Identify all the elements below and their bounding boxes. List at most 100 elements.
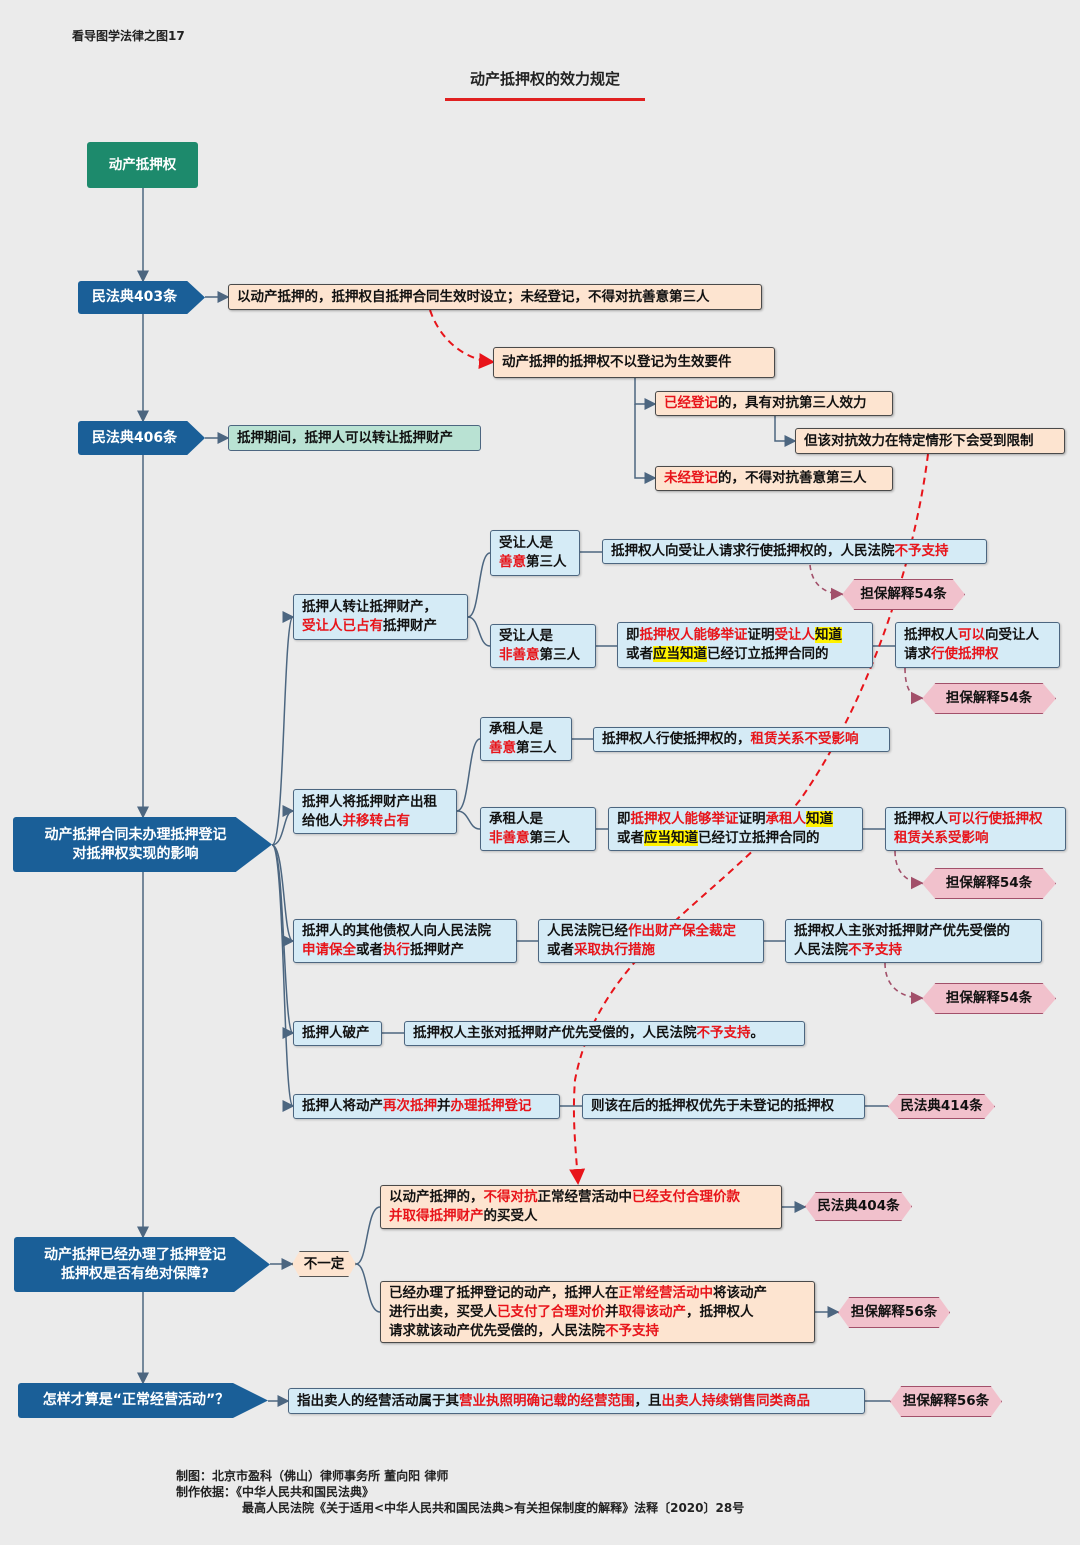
highlighted-text: 可以 (958, 627, 985, 643)
node-text-line: 即抵押权人能够举证证明受让人知道 (626, 626, 864, 645)
text: 动产抵押的抵押权不以登记为生效要件 (502, 354, 732, 370)
text: 或者 (617, 830, 644, 846)
text: 以动产抵押的， (389, 1189, 484, 1205)
other-creditor-preservation: 抵押人的其他债权人向人民法院申请保全或者执行抵押财产 (293, 919, 517, 963)
node-text-line: 担保解释56条 (903, 1392, 989, 1411)
node-text-line: 抵押人将抵押财产出租 (302, 793, 448, 812)
highlighted-text: 申请保全 (302, 942, 356, 958)
text: 抵押财产 (410, 942, 464, 958)
badge-civil-code-414: 民法典414条 (888, 1094, 995, 1119)
highlighted-text: 正常经营活动中 (618, 1284, 714, 1301)
node-text-line: 租赁关系受影响 (894, 829, 1057, 848)
node-text-line: 对抵押权实现的影响 (73, 845, 199, 864)
text: 的买受人 (483, 1208, 538, 1224)
highlighted-text: 取得该动产 (618, 1303, 687, 1320)
highlighted-text: 不予支持 (696, 1025, 751, 1041)
highlighted-text: 受让人已占有 (302, 618, 383, 634)
highlighted-text: 执行 (383, 942, 410, 958)
node-text-line: 抵押人破产 (302, 1024, 373, 1043)
transfer-property: 抵押人转让抵押财产，受让人已占有抵押财产 (293, 594, 468, 640)
text: 抵押权人向受让人请求行使抵押权的，人民法院 (611, 543, 895, 559)
node-text-line: 民法典403条 (92, 288, 177, 307)
text: 抵押权人主张对抵押财产优先受偿的 (794, 923, 1010, 939)
node-text-line: 动产抵押合同未办理抵押登记 (45, 826, 227, 845)
text: 怎样才算是“正常经营活动”？ (42, 1392, 230, 1408)
civil-code-406-node: 民法典406条 (78, 421, 205, 455)
text: 抵押权人主张对抵押财产优先受偿的，人民法院 (413, 1025, 697, 1041)
node-text-line: 以动产抵押的，不得对抗正常经营活动中已经支付合理价款 (389, 1188, 773, 1207)
text: 抵押权人行使抵押权的， (602, 731, 751, 747)
text: 将该动产 (713, 1284, 767, 1301)
text: 第三人 (539, 647, 581, 663)
text: 请求 (904, 646, 931, 662)
node-text-line: 未经登记的，不得对抗善意第三人 (664, 469, 884, 488)
text: 动产抵押已经办理了抵押登记 (44, 1246, 226, 1263)
footer-basis-2: 最高人民法院《关于适用<中华人民共和国民法典>有关担保制度的解释》法释〔2020… (242, 1501, 745, 1515)
text: 动产抵押权 (108, 156, 177, 173)
node-text-line: 抵押权人行使抵押权的，租赁关系不受影响 (602, 730, 881, 749)
normal-business-question-node: 怎样才算是“正常经营活动”？ (18, 1383, 268, 1418)
badge-guarantee-54: 担保解释54条 (842, 579, 965, 610)
text: 请求就该动产优先受偿的，人民法院 (389, 1322, 605, 1339)
highlighted-text: 未经登记 (664, 470, 718, 486)
node-text-line: 抵押权人主张对抵押财产优先受偿的 (794, 922, 1033, 941)
node-text-line: 善意第三人 (499, 553, 571, 572)
node-text-line: 申请保全或者执行抵押财产 (302, 941, 508, 960)
marked-text: 知道 (815, 627, 842, 643)
node-text-line: 请求行使抵押权 (904, 645, 1051, 664)
highlighted-text: 营业执照明确记载的经营范围 (459, 1392, 635, 1409)
normal-business-definition: 指出卖人的经营活动属于其营业执照明确记载的经营范围，且出卖人持续销售同类商品 (288, 1388, 865, 1414)
proof-lessee-knew: 即抵押权人能够举证证明承租人知道或者应当知道已经订立抵押合同的 (608, 807, 863, 851)
text: 民法典403条 (91, 289, 178, 305)
text: 担保解释54条 (860, 586, 947, 602)
highlighted-text: 不得对抗 (483, 1189, 538, 1205)
text: 的，具有对抗第三人效力 (718, 395, 867, 411)
not-effectiveness-requirement: 动产抵押的抵押权不以登记为生效要件 (493, 347, 775, 378)
node-text-line: 不一定 (304, 1255, 345, 1274)
badge-guarantee-56: 担保解释56条 (838, 1297, 950, 1328)
text: 并 (437, 1098, 451, 1114)
badge-guarantee-56: 担保解释56条 (890, 1386, 1002, 1417)
text: 第三人 (516, 740, 557, 756)
root-node: 动产抵押权 (87, 142, 198, 188)
text: 第三人 (529, 830, 571, 846)
footer-basis: 制作依据：《中华人民共和国民法典》 (176, 1485, 375, 1499)
node-text-line: 抵押权人主张对抵押财产优先受偿的，人民法院不予支持。 (413, 1024, 796, 1043)
node-text-line: 或者采取执行措施 (547, 941, 755, 960)
text: 民法典404条 (817, 1198, 900, 1214)
text: 抵押人的其他债权人向人民法院 (302, 923, 491, 939)
node-text-line: 抵押人将动产再次抵押并办理抵押登记 (302, 1097, 551, 1116)
node-text-line: 抵押人转让抵押财产， (302, 598, 459, 617)
text: 抵押人转让抵押财产， (302, 599, 437, 615)
node-text-line: 民法典404条 (817, 1197, 899, 1216)
node-text-line: 抵押权是否有绝对保障? (61, 1265, 209, 1284)
badge-guarantee-54: 担保解释54条 (922, 983, 1056, 1014)
highlighted-text: 已支付了合理对价 (497, 1303, 605, 1320)
text: 第三人 (526, 554, 567, 570)
registered-effect: 已经登记的，具有对抗第三人效力 (655, 391, 893, 416)
text: 抵押人将动产 (302, 1098, 383, 1114)
node-text-line: 承租人是 (489, 810, 587, 829)
text: 或者 (356, 942, 383, 958)
highlighted-text: 善意 (489, 740, 516, 756)
text: 。 (750, 1025, 765, 1041)
node-text-line: 以动产抵押的，抵押权自抵押合同生效时设立；未经登记，不得对抗善意第三人 (237, 288, 753, 307)
highlighted-text: 出卖人持续销售同类商品 (661, 1392, 811, 1409)
proof-transferee-knew: 即抵押权人能够举证证明受让人知道或者应当知道已经订立抵押合同的 (617, 622, 873, 668)
node-text-line: 抵押权人可以行使抵押权 (894, 810, 1057, 829)
node-text-line: 人民法院不予支持 (794, 941, 1033, 960)
text: 向受让人 (985, 627, 1039, 643)
node-text-line: 动产抵押的抵押权不以登记为生效要件 (502, 353, 766, 372)
text: 则该在后的抵押权优先于未登记的抵押权 (591, 1098, 834, 1114)
text: 即 (626, 627, 640, 643)
highlighted-text: 已经登记 (664, 395, 718, 411)
badge-guarantee-54: 担保解释54条 (922, 683, 1056, 714)
text: 抵押权是否有绝对保障? (60, 1265, 210, 1282)
node-text-line: 抵押权人可以向受让人 (904, 626, 1051, 645)
text: 指出卖人的经营活动属于其 (297, 1392, 459, 1409)
text: 正常经营活动中 (537, 1189, 633, 1205)
highlighted-text: 再次抵押 (383, 1098, 437, 1114)
text: 承租人是 (489, 721, 543, 737)
lessee-bad-faith: 承租人是非善意第三人 (480, 807, 596, 851)
node-text-line: 善意第三人 (489, 739, 563, 758)
